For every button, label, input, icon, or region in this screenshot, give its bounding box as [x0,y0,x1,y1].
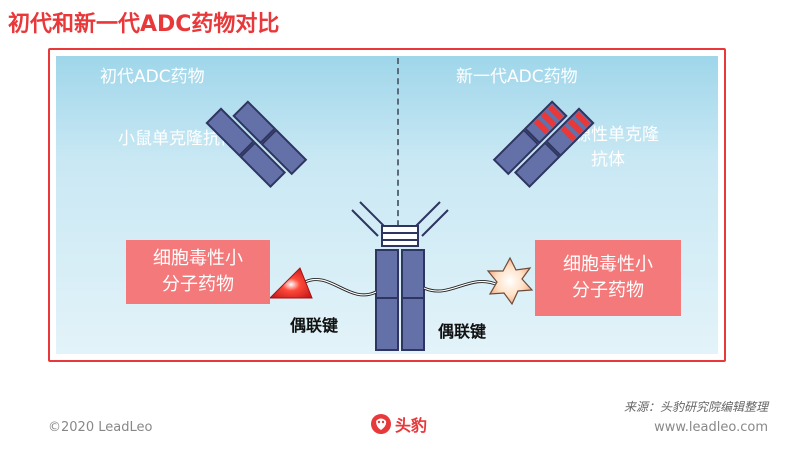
fc-stem [375,249,425,351]
right-payload-star [486,256,534,306]
right-header: 新一代ADC药物 [456,67,578,87]
left-header: 初代ADC药物 [100,67,205,87]
right-payload-line1: 细胞毒性小 [563,254,653,275]
center-divider [397,58,399,348]
left-antibody-arm [205,100,308,189]
right-antibody-label-line2: 抗体 [591,150,625,170]
right-antibody-arm [492,100,595,189]
leopard-icon [371,414,391,434]
page-title: 初代和新一代ADC药物对比 [8,12,280,37]
copyright: ©2020 LeadLeo [48,420,153,435]
right-payload-line2: 分子药物 [572,280,644,301]
left-payload-line2: 分子药物 [162,274,234,295]
right-linker-inner [423,280,499,292]
left-linker-label: 偶联键 [290,316,339,335]
website-link[interactable]: www.leadleo.com [654,420,768,435]
left-antibody-label: 小鼠单克隆抗体 [118,129,237,149]
right-payload-box: 细胞毒性小 分子药物 [535,240,681,316]
left-payload-line1: 细胞毒性小 [153,248,243,269]
leadleo-logo: 头豹 [370,412,427,436]
left-payload-triangle [268,267,313,299]
left-linker-inner [304,279,377,296]
source-note: 来源：头豹研究院编辑整理 [623,400,768,414]
hinge [351,201,449,247]
right-linker-label: 偶联键 [438,322,487,341]
logo-text: 头豹 [395,416,428,435]
left-payload-box: 细胞毒性小 分子药物 [126,240,270,304]
